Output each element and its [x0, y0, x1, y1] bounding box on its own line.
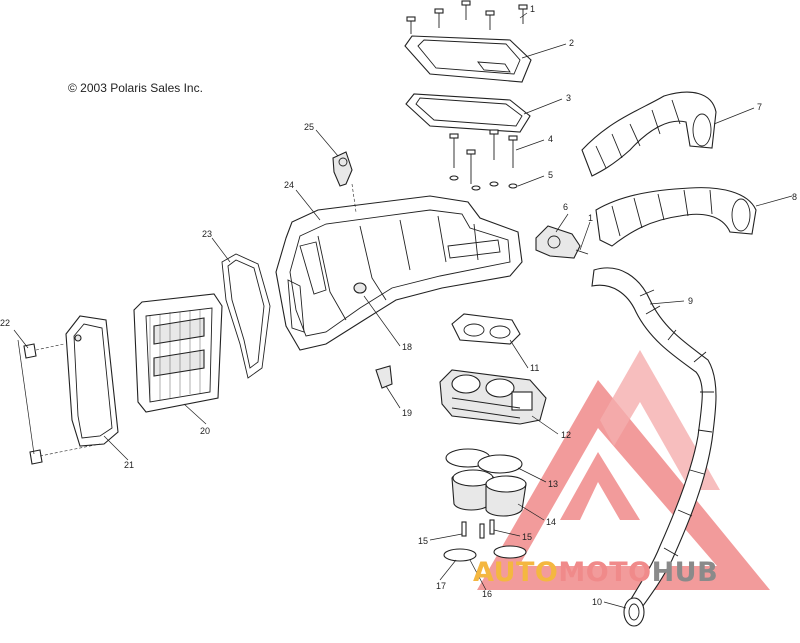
cover-gasket — [405, 93, 531, 133]
watermark-logo-text: AUTOMOTOHUB — [473, 557, 718, 588]
drain-hose — [591, 267, 717, 627]
top-screws — [406, 0, 528, 34]
callout-5: 5 — [548, 170, 553, 180]
callout-4: 4 — [548, 134, 553, 144]
air-box-side-cover — [65, 315, 119, 447]
callout-24: 24 — [284, 180, 294, 190]
callout-13: 13 — [548, 479, 558, 489]
callout-9: 9 — [688, 296, 693, 306]
filter-gasket — [221, 253, 271, 379]
sensor-assembly — [535, 225, 589, 259]
callout-2: 2 — [569, 38, 574, 48]
bolts-and-washers — [449, 129, 518, 191]
callout-25: 25 — [304, 122, 314, 132]
callout-15-right: 15 — [522, 532, 532, 542]
callout-1a: 1 — [530, 4, 535, 14]
intake-boots — [451, 469, 527, 517]
callout-20: 20 — [200, 426, 210, 436]
callout-3: 3 — [566, 93, 571, 103]
callout-12: 12 — [561, 430, 571, 440]
callout-14: 14 — [546, 517, 556, 527]
drain-fitting — [375, 365, 393, 389]
callout-11: 11 — [530, 363, 539, 373]
callout-17: 17 — [436, 581, 446, 591]
callout-22: 22 — [0, 318, 10, 328]
callout-8: 8 — [792, 192, 797, 202]
callout-16: 16 — [482, 589, 492, 599]
callout-6: 6 — [563, 202, 568, 212]
throttle-body-gasket — [451, 313, 521, 345]
temp-sensor-fitting — [332, 151, 353, 187]
throttle-body — [439, 369, 547, 425]
callout-15-left: 15 — [418, 536, 428, 546]
callout-7: 7 — [757, 102, 762, 112]
side-cover-fasteners — [23, 343, 101, 465]
watermark-auto: AUTO — [473, 557, 559, 588]
o-rings — [445, 448, 523, 474]
intake-duct-lower — [595, 187, 757, 247]
air-box-cover — [404, 35, 532, 83]
intake-duct-upper — [581, 91, 717, 177]
watermark-moto: MOTO — [558, 557, 652, 588]
callout-23: 23 — [202, 229, 212, 239]
callout-labels: 1 2 3 4 5 6 1 7 8 9 10 11 12 13 14 15 15… — [0, 4, 797, 607]
leader-lines — [13, 12, 793, 609]
watermark-triangle — [477, 350, 770, 590]
callout-19: 19 — [402, 408, 412, 418]
copyright-notice: © 2003 Polaris Sales Inc. — [68, 81, 203, 95]
callout-21: 21 — [124, 460, 134, 470]
hose-clamps — [443, 545, 527, 562]
callout-1: 1 — [588, 213, 593, 223]
callout-10: 10 — [592, 597, 602, 607]
dowel-pins — [461, 519, 495, 539]
watermark-hub: HUB — [651, 557, 719, 588]
air-box-housing — [275, 195, 523, 351]
callout-18: 18 — [402, 342, 412, 352]
air-filter — [133, 293, 223, 413]
